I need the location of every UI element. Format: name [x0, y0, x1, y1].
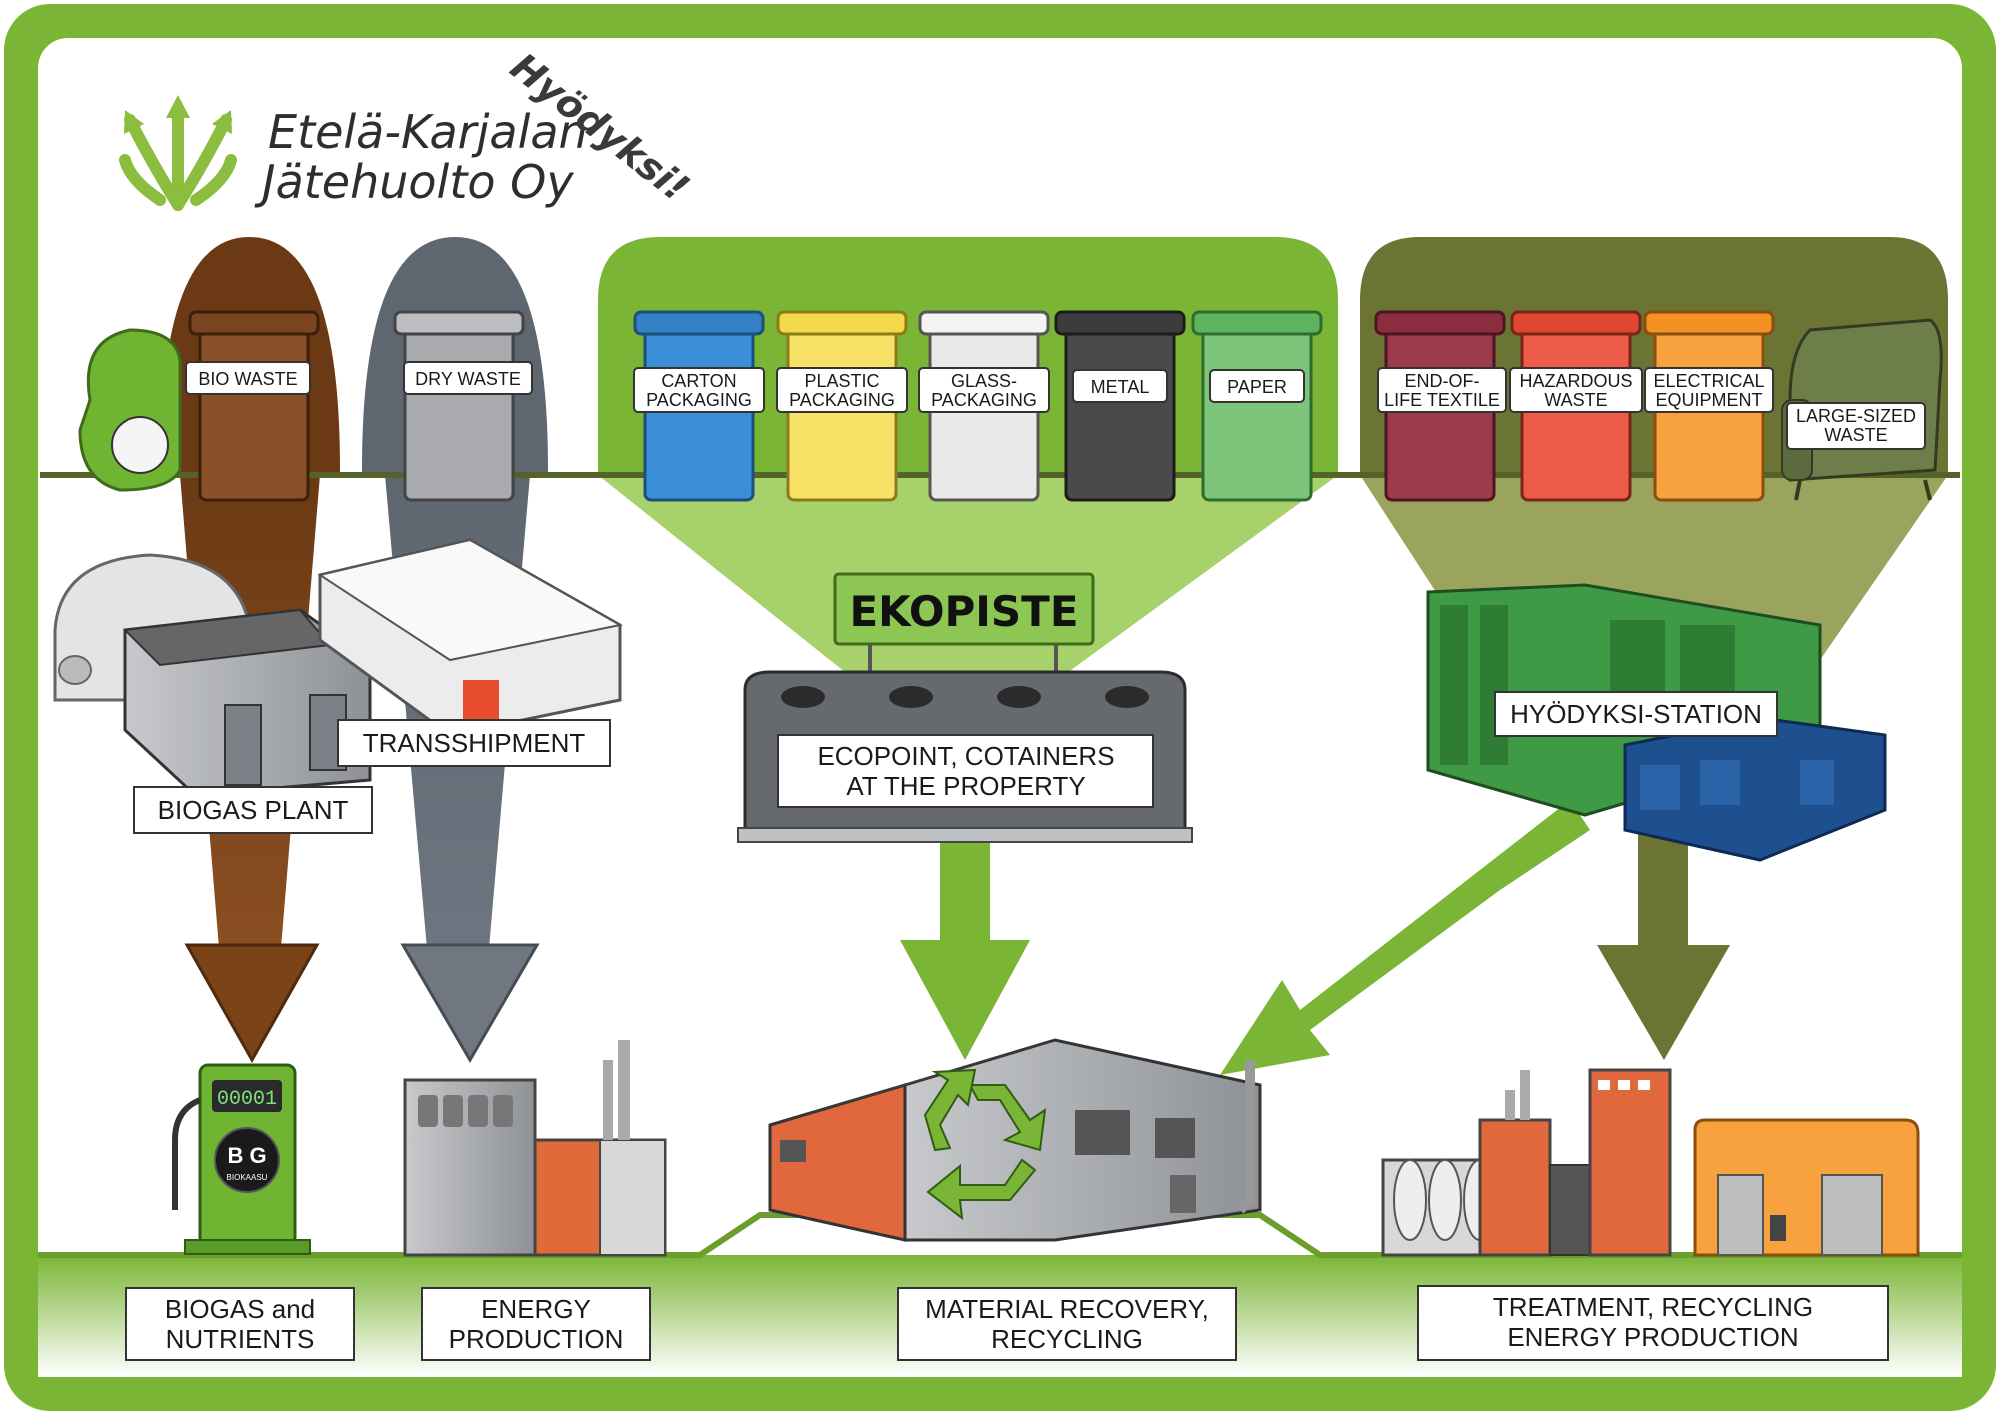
outcome-treatment-1: TREATMENT, RECYCLING	[1493, 1292, 1813, 1322]
outcome-biogas-2: NUTRIENTS	[166, 1324, 315, 1354]
dry-waste-bin: DRY WASTE	[393, 310, 533, 502]
electrical-equipment-bin: ELECTRICAL EQUIPMENT	[1643, 310, 1775, 502]
bin-label-bio-waste: BIO WASTE	[198, 369, 297, 389]
label-ecopoint-2: AT THE PROPERTY	[846, 771, 1085, 801]
pump-brand: B G	[227, 1143, 266, 1168]
biogas-plant-building	[53, 553, 372, 797]
hyodyksi-station-containers: HYÖDYKSI-STATION	[1426, 583, 1887, 862]
bin-label-paper: PAPER	[1227, 377, 1287, 397]
logo-line-1: Etelä-Karjalan	[268, 105, 588, 159]
bin-label-metal: METAL	[1091, 377, 1150, 397]
bin-label-glass-2: PACKAGING	[931, 390, 1037, 410]
biokaasu-logo	[214, 1127, 280, 1193]
bin-label-electrical-2: EQUIPMENT	[1655, 390, 1762, 410]
bin-label-large-2: WASTE	[1824, 425, 1887, 445]
plastic-packaging-bin: PLASTIC PACKAGING	[776, 310, 908, 502]
bin-label-hazardous-2: WASTE	[1544, 390, 1607, 410]
bin-label-large-1: LARGE-SIZED	[1796, 406, 1916, 426]
glass-packaging-bin: GLASS- PACKAGING	[918, 310, 1050, 502]
ekopiste-station: EKOPISTE ECOPOINT, COTAINERS AT THE PROP…	[737, 572, 1193, 843]
material-recovery-building	[768, 1038, 1262, 1242]
energy-production-plant	[403, 1040, 667, 1257]
bin-label-hazardous-1: HAZARDOUS	[1519, 371, 1632, 391]
bin-label-carton-1: CARTON	[661, 371, 736, 391]
outcome-energy-1: ENERGY	[481, 1294, 591, 1324]
large-sized-waste-armchair: LARGE-SIZED WASTE	[1781, 318, 1943, 501]
label-biogas-plant: BIOGAS PLANT	[158, 795, 349, 825]
bio-waste-bin: BIO WASTE	[78, 310, 320, 502]
outcome-box-treatment	[1417, 1285, 1889, 1361]
pump-display: 00001	[217, 1088, 277, 1111]
bin-label-glass-1: GLASS-	[951, 371, 1017, 391]
bin-label-textile-2: LIFE TEXTILE	[1384, 390, 1500, 410]
label-ecopoint-1: ECOPOINT, COTAINERS	[817, 741, 1114, 771]
recycle-icon	[923, 1068, 1047, 1221]
treatment-plant-complex	[1381, 1068, 1920, 1257]
outcome-box-biogas	[125, 1287, 355, 1361]
label-box-transshipment	[337, 719, 611, 767]
bin-label-dry-waste: DRY WASTE	[415, 369, 521, 389]
bin-label-electrical-1: ELECTRICAL	[1653, 371, 1764, 391]
outcome-biogas-1: BIOGAS and	[165, 1294, 315, 1324]
logo-line-2: Jätehuolto Oy	[254, 155, 574, 209]
paper-bin: PAPER	[1191, 310, 1323, 502]
clock-icon	[111, 416, 169, 474]
bin-label-plastic-2: PACKAGING	[789, 390, 895, 410]
bin-label-plastic-1: PLASTIC	[804, 371, 879, 391]
transshipment-building	[317, 538, 623, 737]
metal-bin: METAL	[1054, 310, 1186, 502]
carton-packaging-bin: CARTON PACKAGING	[633, 310, 765, 502]
bin-label-textile-1: END-OF-	[1405, 371, 1480, 391]
ekopiste-sign: EKOPISTE	[849, 587, 1078, 636]
pump-brand-sub: BIOKAASU	[227, 1173, 268, 1182]
textile-bin: END-OF- LIFE TEXTILE	[1374, 310, 1507, 502]
bin-label-carton-2: PACKAGING	[646, 390, 752, 410]
label-transshipment: TRANSSHIPMENT	[363, 728, 586, 758]
outcome-box-energy	[421, 1287, 651, 1361]
outcome-material-2: RECYCLING	[991, 1324, 1143, 1354]
label-box-biogas-plant	[133, 786, 373, 834]
outcome-material-1: MATERIAL RECOVERY,	[925, 1294, 1209, 1324]
outcome-treatment-2: ENERGY PRODUCTION	[1507, 1322, 1798, 1352]
biogas-pump: 00001 B G BIOKAASU	[172, 1063, 311, 1255]
label-hyodyksi-station: HYÖDYKSI-STATION	[1510, 699, 1762, 729]
outcome-energy-2: PRODUCTION	[449, 1324, 624, 1354]
outcome-box-material	[897, 1287, 1237, 1361]
hazardous-waste-bin: HAZARDOUS WASTE	[1509, 310, 1643, 502]
